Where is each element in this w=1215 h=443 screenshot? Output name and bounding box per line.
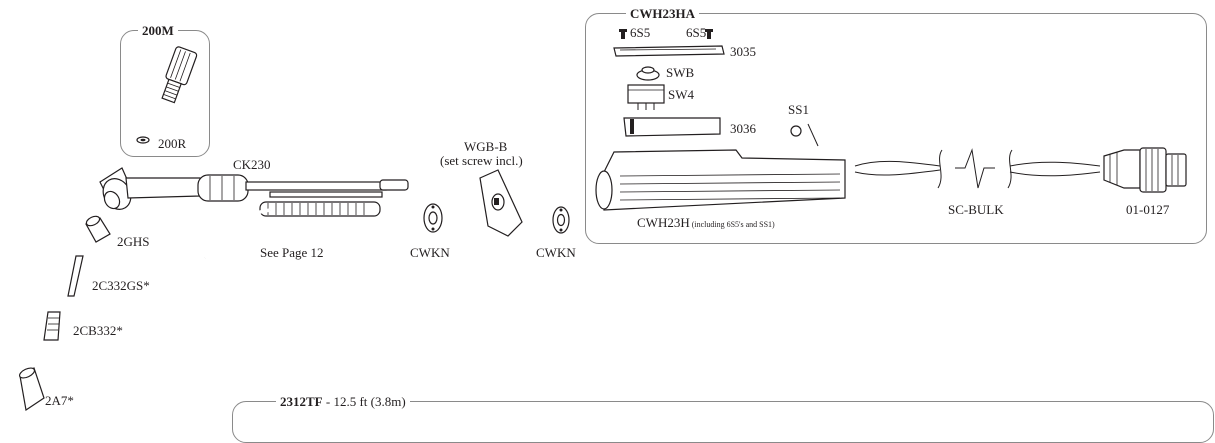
setscrew-ss1-drawing (790, 123, 819, 147)
handle-cwh23h-drawing (595, 149, 846, 211)
gas-lens-2ghs-drawing (85, 215, 111, 243)
cwkn-right-drawing (552, 206, 570, 234)
label-2cb332: 2CB332* (73, 323, 123, 338)
label-cwkn-left: CWKN (410, 245, 450, 260)
label-sc-bulk: SC-BULK (948, 202, 1004, 217)
label-sw4: SW4 (668, 87, 694, 102)
label-200r: 200R (158, 136, 187, 151)
label-swb: SWB (666, 65, 695, 80)
label-wgb-b-note: (set screw incl.) (440, 153, 523, 168)
screw-6s5-left-drawing (619, 29, 627, 39)
label-cwh23h: CWH23H (637, 215, 690, 230)
label-01-0127: 01-0127 (1126, 202, 1170, 217)
kit-cwh23ha-frame (585, 13, 1207, 244)
label-wgb-b: WGB-B (464, 139, 508, 154)
kit-cwh23ha-title: CWH23HA (626, 6, 699, 21)
boot-swb-drawing (636, 66, 660, 81)
label-2c332gs: 2C332GS* (92, 278, 150, 293)
plate-3035-drawing (613, 45, 725, 57)
kit-2312tf-heading: 2312TF - 12.5 ft (3.8m) (276, 394, 410, 409)
cover-3036-drawing (623, 117, 721, 137)
kit-2312tf-length: - 12.5 ft (3.8m) (322, 394, 406, 409)
cup-2a7-drawing (18, 367, 45, 411)
collet-2c332gs-drawing (67, 255, 84, 297)
label-2ghs: 2GHS (117, 234, 150, 249)
label-3035: 3035 (730, 44, 756, 59)
connector-01-0127-drawing (1103, 147, 1187, 193)
label-2a7: 2A7* (45, 393, 74, 408)
label-cwh23h-note: (including 6S5's and SS1) (689, 220, 775, 229)
label-3036: 3036 (730, 121, 756, 136)
switch-sw4-drawing (627, 84, 665, 110)
parts-diagram (18, 29, 1187, 411)
label-6s5-left: 6S5 (630, 25, 651, 40)
label-ck230: CK230 (233, 157, 271, 172)
kit-200m-title: 200M (138, 23, 178, 38)
collet-body-2cb332-drawing (43, 311, 61, 341)
wgb-b-drawing (479, 169, 523, 237)
label-6s5-right: 6S5 (686, 25, 707, 40)
screw-6s5-right-drawing (705, 29, 713, 39)
torch-ck230-drawing (99, 167, 409, 259)
label-cwkn-right: CWKN (536, 245, 576, 260)
cwkn-left-drawing (423, 203, 443, 233)
cable-sc-bulk-drawing (854, 148, 1101, 189)
label-see-page: See Page 12 (260, 245, 324, 260)
label-ss1: SS1 (788, 102, 809, 117)
adapter-200m-drawing (161, 46, 198, 104)
kit-2312tf-title: 2312TF (280, 394, 323, 409)
